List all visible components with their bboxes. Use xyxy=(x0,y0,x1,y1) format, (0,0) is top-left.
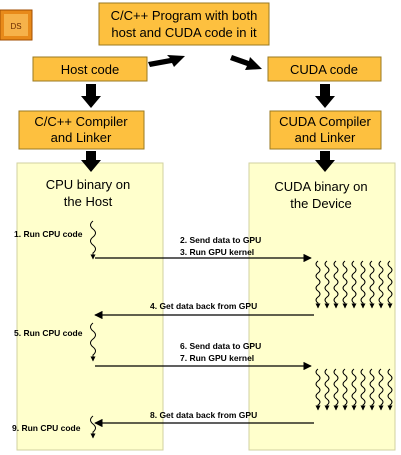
cpu-thread-9 xyxy=(90,415,96,439)
gpu-thread-squiggle xyxy=(351,368,357,411)
host-column-title-line-1: CPU binary on xyxy=(46,177,131,192)
gpu-thread-squiggle xyxy=(351,260,357,309)
gpu-thread-squiggle xyxy=(360,368,366,411)
gpu-thread-squiggle xyxy=(333,368,339,411)
cuda-compiler-box xyxy=(269,110,382,150)
arrow-host-down xyxy=(81,84,101,108)
gpu-thread-squiggle xyxy=(342,260,348,309)
cpu-step-9: 9. Run CPU code xyxy=(12,423,81,433)
arrow-host-compiler-down xyxy=(81,151,101,172)
cuda-compiler-line-2: and Linker xyxy=(295,130,356,145)
cpu-step-1: 1. Run CPU code xyxy=(14,229,83,239)
device-column-title-line-2: the Device xyxy=(290,196,351,211)
cpu-thread-1 xyxy=(90,220,96,260)
gpu-threads-kernel-1 xyxy=(315,260,393,309)
device-column-title-line-1: CUDA binary on xyxy=(274,179,367,194)
cpu-thread-5 xyxy=(90,322,96,362)
gpu-thread-squiggle xyxy=(378,260,384,309)
gpu-thread-squiggle xyxy=(324,260,330,309)
top-program-line-2: host and CUDA code in it xyxy=(111,25,257,40)
host-code-label: Host code xyxy=(61,62,120,77)
host-column-title-line-2: the Host xyxy=(64,194,113,209)
host-compiler-box xyxy=(18,110,145,150)
gpu-thread-squiggle xyxy=(342,368,348,411)
host-column xyxy=(16,162,164,451)
transfer-label-7: 7. Run GPU kernel xyxy=(180,353,254,363)
transfer-label-4: 4. Get data back from GPU xyxy=(150,301,257,311)
cpu-step-5: 5. Run CPU code xyxy=(14,328,83,338)
cuda-code-label: CUDA code xyxy=(290,62,358,77)
gpu-thread-squiggle xyxy=(387,260,393,309)
transfer-label-2: 2. Send data to GPU xyxy=(180,235,261,245)
thick-arrows xyxy=(81,55,335,172)
arrow-cuda-compiler-down xyxy=(315,151,335,172)
gpu-threads-kernel-2 xyxy=(315,368,393,411)
gpu-thread-squiggle xyxy=(369,368,375,411)
arrow-cuda-down xyxy=(315,84,335,108)
cuda-code-box xyxy=(267,56,382,82)
gpu-thread-squiggle xyxy=(315,260,321,309)
host-code-box xyxy=(32,56,148,82)
arrow-top-to-host xyxy=(148,55,185,67)
logo-icon: DS xyxy=(0,9,33,41)
gpu-thread-squiggle xyxy=(333,260,339,309)
logo-text: DS xyxy=(10,22,21,31)
gpu-thread-squiggle xyxy=(360,260,366,309)
top-program-line-1: C/C++ Program with both xyxy=(111,8,258,23)
host-compiler-line-1: C/C++ Compiler xyxy=(34,114,128,129)
cuda-compiler-line-1: CUDA Compiler xyxy=(279,114,371,129)
top-program-box xyxy=(98,2,270,46)
transfer-label-6: 6. Send data to GPU xyxy=(180,341,261,351)
transfer-label-3: 3. Run GPU kernel xyxy=(180,247,254,257)
gpu-thread-squiggle xyxy=(315,368,321,411)
gpu-thread-squiggle xyxy=(369,260,375,309)
gpu-thread-squiggle xyxy=(378,368,384,411)
gpu-thread-squiggle xyxy=(324,368,330,411)
gpu-thread-squiggle xyxy=(387,368,393,411)
arrow-top-to-cuda xyxy=(230,55,262,70)
host-compiler-line-2: and Linker xyxy=(51,130,112,145)
transfer-label-8: 8. Get data back from GPU xyxy=(150,410,257,420)
